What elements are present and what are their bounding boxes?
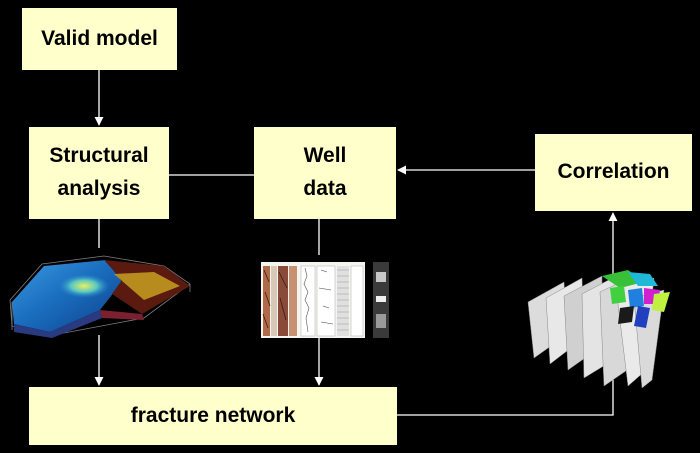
fracture-network-box: fracture network [29,387,397,445]
structural-analysis-box: Structural analysis [29,127,169,219]
correlation-label: Correlation [557,160,670,184]
well-data-box: Well data [254,127,396,219]
well-data-label: Well data [303,144,347,200]
correlation-box: Correlation [535,134,692,211]
well-logs-image [261,262,389,338]
fracture-model-image [527,270,670,389]
fracture-network-label: fracture network [130,403,296,427]
structural-analysis-label: Structural analysis [49,144,149,200]
valid-model-box: Valid model [22,8,177,70]
structural-model-image [9,255,191,338]
valid-model-label: Valid model [41,26,158,50]
